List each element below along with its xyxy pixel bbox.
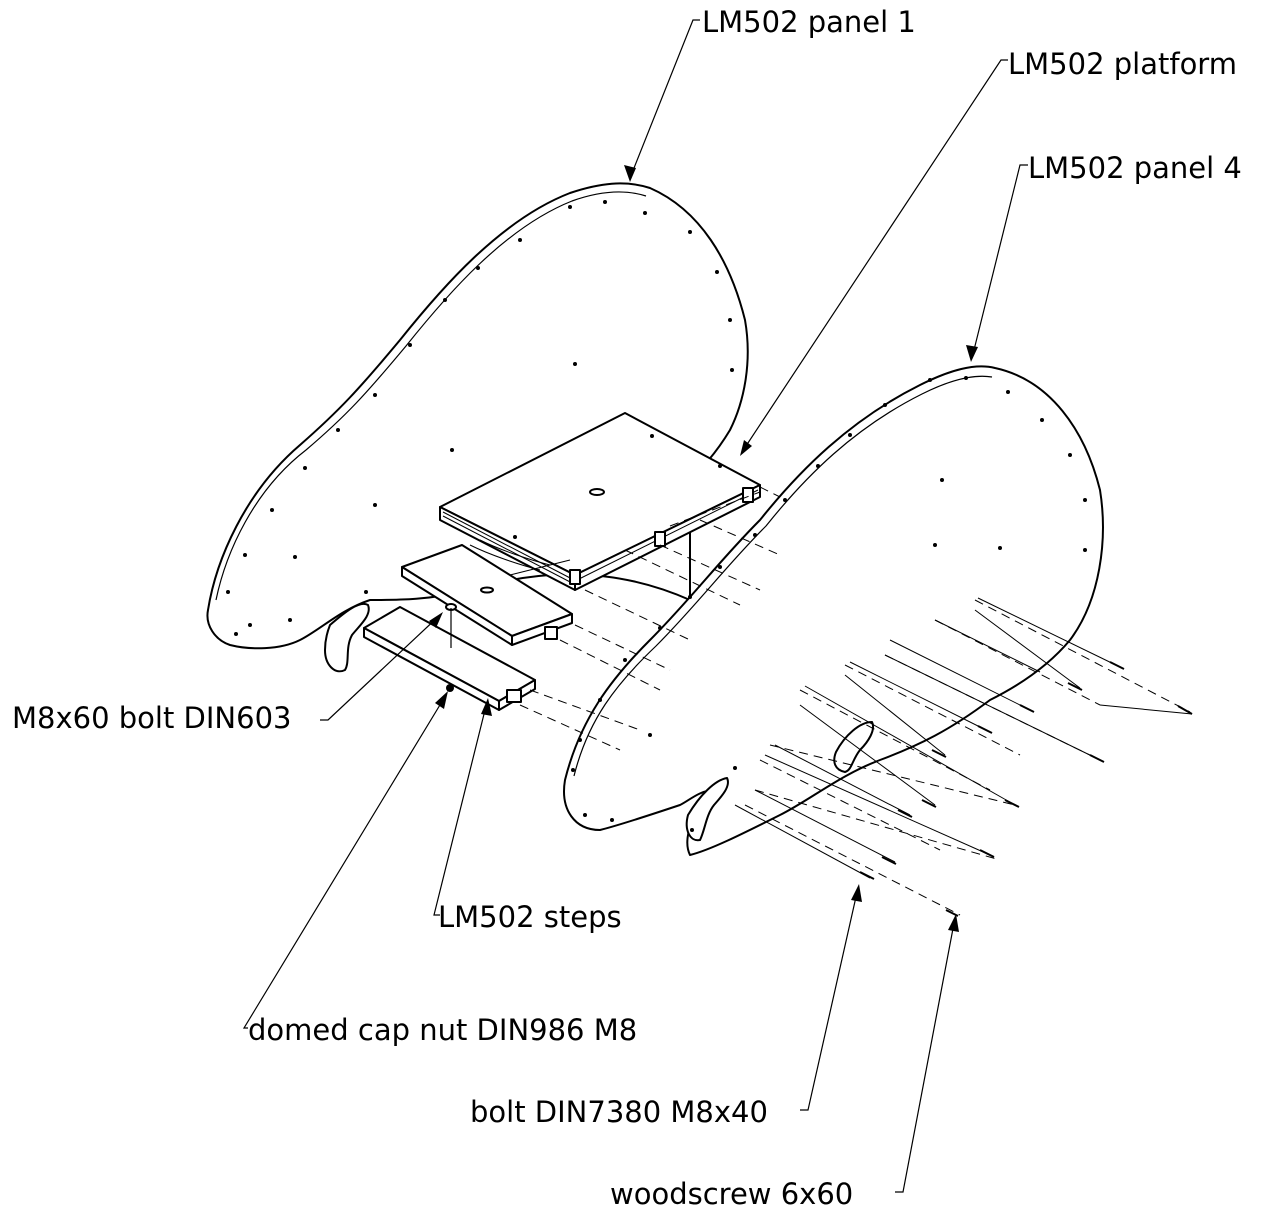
callout-bolt-din603: M8x60 bolt DIN603 xyxy=(12,701,291,735)
leader-steps xyxy=(433,701,488,916)
leader-panel-4 xyxy=(971,164,1028,359)
panel-4-notch-lower xyxy=(685,777,729,842)
panel-4-inner-edge xyxy=(573,375,993,777)
leader-bolt-din603 xyxy=(320,614,441,721)
platform-center-hole xyxy=(589,488,605,496)
callout-cap-nut: domed cap nut DIN986 M8 xyxy=(248,1013,637,1047)
panel-1-notch xyxy=(324,602,370,673)
panel-4-holes xyxy=(571,376,1087,832)
callout-panel-4: LM502 panel 4 xyxy=(1028,151,1242,185)
leader-cap-nut xyxy=(242,694,447,1029)
panel-1-holes xyxy=(226,200,734,636)
leader-bolt-din7380 xyxy=(800,887,859,1111)
leader-platform xyxy=(741,59,1008,453)
leader-lines xyxy=(242,19,1028,1193)
callout-bolt-din7380: bolt DIN7380 M8x40 xyxy=(470,1095,768,1129)
leader-woodscrew xyxy=(895,917,956,1193)
callouts: LM502 panel 1 LM502 platform LM502 panel… xyxy=(12,5,1242,1211)
callout-woodscrew: woodscrew 6x60 xyxy=(610,1177,853,1211)
callout-platform: LM502 platform xyxy=(1008,47,1237,81)
leader-panel-1 xyxy=(629,19,700,179)
callout-steps: LM502 steps xyxy=(438,900,622,934)
panel-1-inner-edge xyxy=(215,191,647,601)
panel-4 xyxy=(563,365,1104,856)
platform xyxy=(439,412,761,591)
domed-cap-nut-part xyxy=(446,684,454,692)
assembly-lines xyxy=(519,486,1191,916)
callout-panel-1: LM502 panel 1 xyxy=(702,5,916,39)
step-upper-side xyxy=(511,613,573,646)
steps xyxy=(363,544,573,711)
bolt-din603-part xyxy=(445,603,457,692)
fasteners xyxy=(734,597,1193,917)
